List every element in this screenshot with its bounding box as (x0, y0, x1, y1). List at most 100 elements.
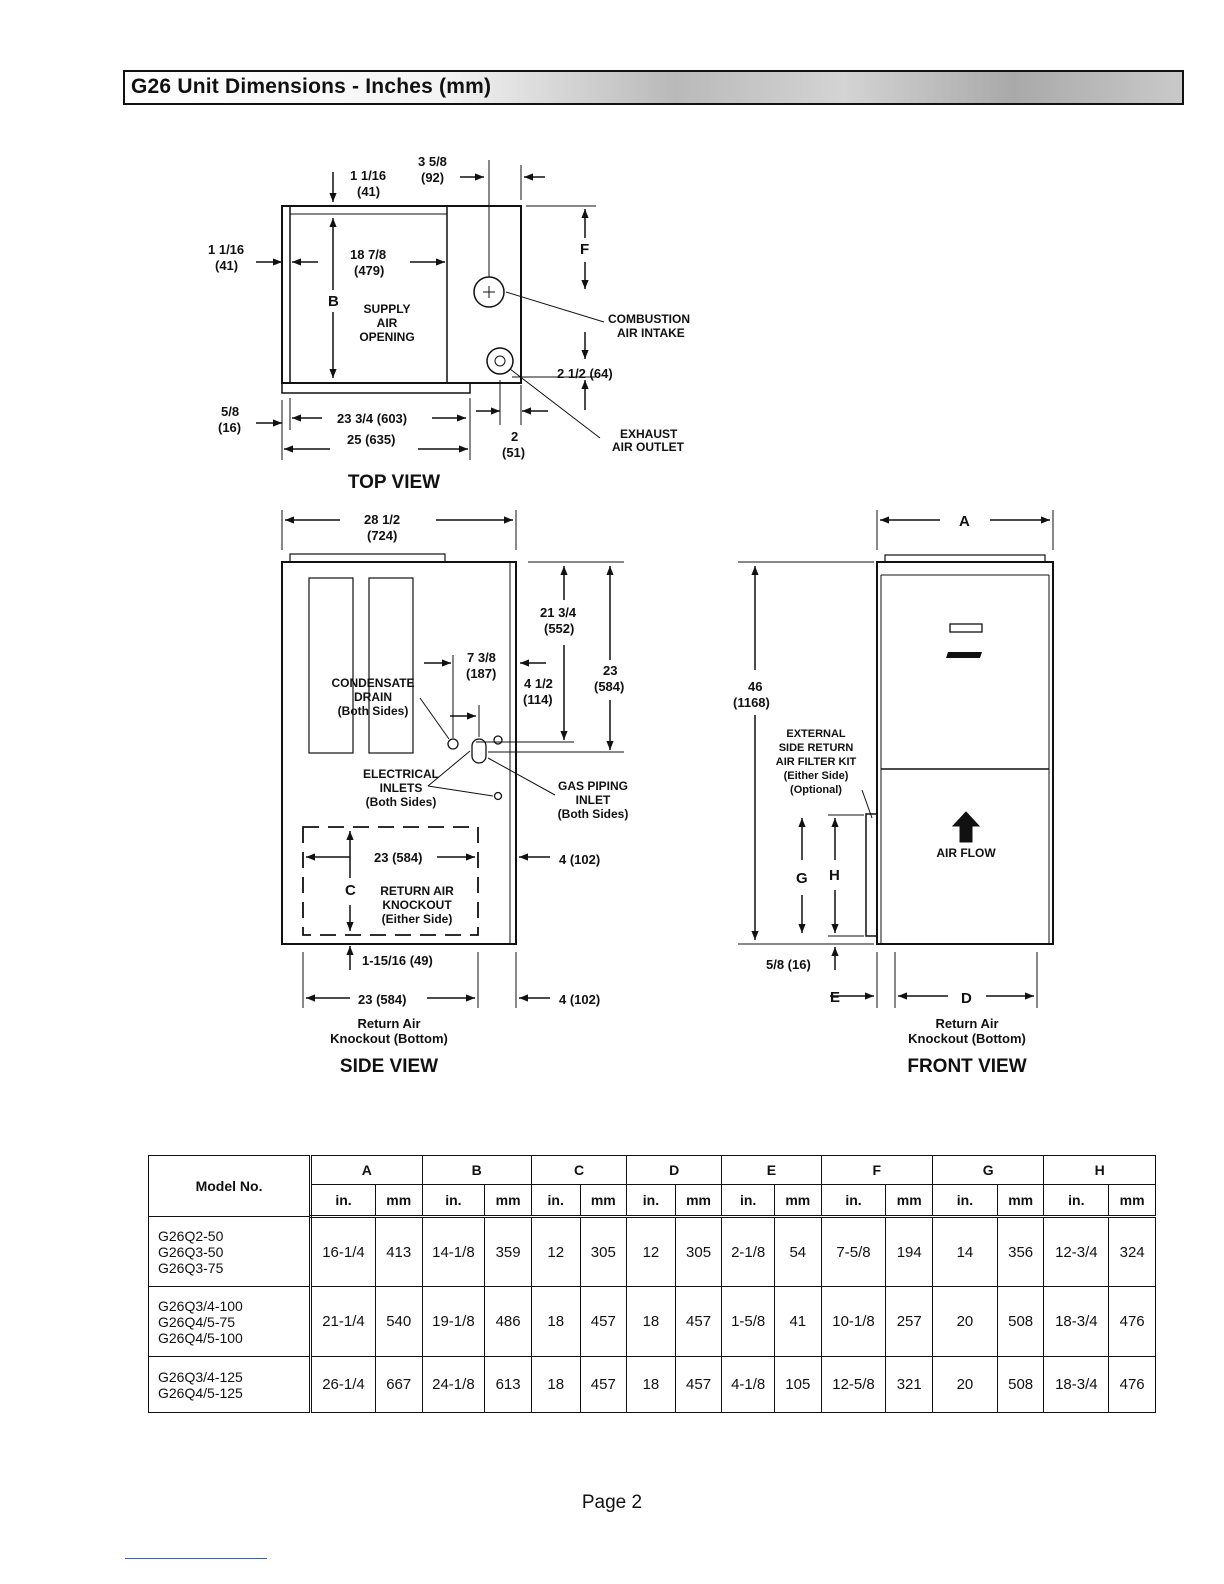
model-number-header: Model No. (147, 1155, 312, 1217)
dimension-value-cell: 54 (774, 1216, 822, 1287)
airflow-label: AIR FLOW (936, 846, 996, 860)
dimension-value-cell: 19-1/8 (421, 1286, 486, 1357)
dimension-value-cell: 26-1/4 (309, 1356, 376, 1413)
front-view-labels: A 46 (1168) EXTERNAL SIDE RETURN AIR FIL… (733, 513, 1027, 1077)
dimension-value-cell: 508 (996, 1286, 1045, 1357)
gas-piping-label-2: INLET (576, 793, 611, 807)
dimension-value-cell: 18 (626, 1356, 676, 1413)
dimension-value-cell: 20 (932, 1286, 998, 1357)
dimension-value-cell: 20 (932, 1356, 998, 1413)
model-number: G26Q4/5-75 (158, 1313, 236, 1330)
side-view-title: SIDE VIEW (340, 1056, 438, 1077)
dimension-value-cell: 457 (579, 1286, 628, 1357)
dim-five-eighths-16: 5/8 (16) (766, 957, 811, 972)
dimension-value-cell: 12 (530, 1216, 581, 1287)
dimension-value-cell: 21-1/4 (309, 1286, 376, 1357)
dim-f-label: F (580, 241, 589, 258)
dim-width-mm: (479) (354, 263, 384, 278)
gas-piping-label-3: (Both Sides) (558, 807, 629, 821)
side-bottom-label-2: Knockout (Bottom) (330, 1031, 448, 1046)
model-number: G26Q3-75 (158, 1259, 224, 1276)
top-view-outline (281, 205, 522, 384)
unit-header-mm: mm (374, 1184, 423, 1218)
top-view-labels: 1 1/16 (41) 3 5/8 (92) 1 1/16 (41) 18 7/… (208, 154, 690, 493)
dimension-value-cell: 14-1/8 (421, 1216, 486, 1287)
dimension-value-cell: 18-3/4 (1043, 1286, 1110, 1357)
unit-header-mm: mm (774, 1184, 822, 1218)
side-vent-right (368, 577, 414, 754)
dim-7-38-mm: (187) (466, 666, 496, 681)
column-group-header: D (626, 1155, 723, 1185)
exhaust-air-outlet-circle (486, 347, 514, 375)
dimension-value-cell: 457 (579, 1356, 628, 1413)
dim-23-584-bottom: 23 (584) (358, 992, 406, 1007)
dim-46-in: 46 (748, 679, 762, 694)
dim-4-102-top: 4 (102) (559, 852, 600, 867)
unit-header-mm: mm (885, 1184, 934, 1218)
front-bottom-label-2: Knockout (Bottom) (908, 1031, 1026, 1046)
model-number: G26Q3-50 (158, 1243, 224, 1260)
dimension-value-cell: 476 (1108, 1286, 1156, 1357)
dim-21-34-in: 21 3/4 (540, 605, 577, 620)
front-view (738, 510, 1054, 1008)
return-air-label-2: KNOCKOUT (382, 898, 452, 912)
dimension-value-cell: 12 (626, 1216, 676, 1287)
dimension-value-cell: 41 (774, 1286, 822, 1357)
dimension-value-cell: 7-5/8 (820, 1216, 887, 1287)
dim-25: 25 (635) (347, 432, 395, 447)
model-number: G26Q4/5-125 (158, 1384, 243, 1401)
unit-header-mm: mm (1108, 1184, 1156, 1218)
unit-header-mm: mm (674, 1184, 723, 1218)
table-group-header-row: Model No. A B C D E F G H (147, 1155, 1156, 1217)
supply-air-opening-2: AIR (377, 316, 398, 330)
combustion-label-1: COMBUSTION (608, 312, 690, 326)
unit-header-in: in. (421, 1184, 486, 1218)
filter-kit-label-4: (Either Side) (784, 770, 849, 782)
unit-header-in: in. (1043, 1184, 1110, 1218)
electrical-label-2: INLETS (380, 781, 423, 795)
model-number: G26Q2-50 (158, 1227, 224, 1244)
dim-b-label: B (328, 293, 339, 310)
page-number: Page 2 (581, 1492, 643, 1513)
side-view-labels: 28 1/2 (724) 21 3/4 (552) 7 3/8 (187) 4 … (330, 512, 628, 1077)
page-title-bar: G26 Unit Dimensions - Inches (mm) (123, 70, 1184, 105)
dim-five-eighths-mm: (16) (218, 420, 241, 435)
dimension-value-cell: 24-1/8 (421, 1356, 486, 1413)
front-panel-badge (949, 623, 983, 633)
dimension-value-cell: 18 (530, 1356, 581, 1413)
dimension-value-cell: 359 (484, 1216, 532, 1287)
dim-g-label: G (796, 870, 808, 887)
footer-rule (125, 1558, 267, 1559)
column-group-header: C (530, 1155, 628, 1185)
supply-air-opening-1: SUPPLY (364, 302, 411, 316)
top-view (256, 160, 605, 460)
unit-header-in: in. (309, 1184, 376, 1218)
dimension-value-cell: 14 (932, 1216, 998, 1287)
dim-five-eighths-in: 5/8 (221, 404, 239, 419)
unit-header-in: in. (820, 1184, 887, 1218)
return-air-label-1: RETURN AIR (380, 884, 454, 898)
dim-top-right-mm: (92) (421, 170, 444, 185)
front-bottom-label-1: Return Air (935, 1016, 998, 1031)
dimension-value-cell: 508 (996, 1356, 1045, 1413)
dimension-value-cell: 18 (530, 1286, 581, 1357)
unit-header-mm: mm (996, 1184, 1045, 1218)
dimension-value-cell: 457 (674, 1286, 723, 1357)
filter-kit-label-2: SIDE RETURN (779, 742, 854, 754)
dim-d-label: D (961, 990, 972, 1007)
dim-top-right-in: 3 5/8 (418, 154, 447, 169)
dimension-value-cell: 194 (885, 1216, 934, 1287)
dim-h-label: H (829, 867, 840, 884)
column-group-header: A (309, 1155, 423, 1185)
dim-23-in: 23 (603, 663, 617, 678)
unit-header-mm: mm (484, 1184, 532, 1218)
column-group-header: G (932, 1155, 1045, 1185)
front-view-outline (876, 561, 1054, 945)
dimension-value-cell: 257 (885, 1286, 934, 1357)
electrical-label-3: (Both Sides) (366, 795, 437, 809)
dimension-drawings: 1 1/16 (41) 3 5/8 (92) 1 1/16 (41) 18 7/… (208, 154, 1054, 1077)
dimension-value-cell: 486 (484, 1286, 532, 1357)
